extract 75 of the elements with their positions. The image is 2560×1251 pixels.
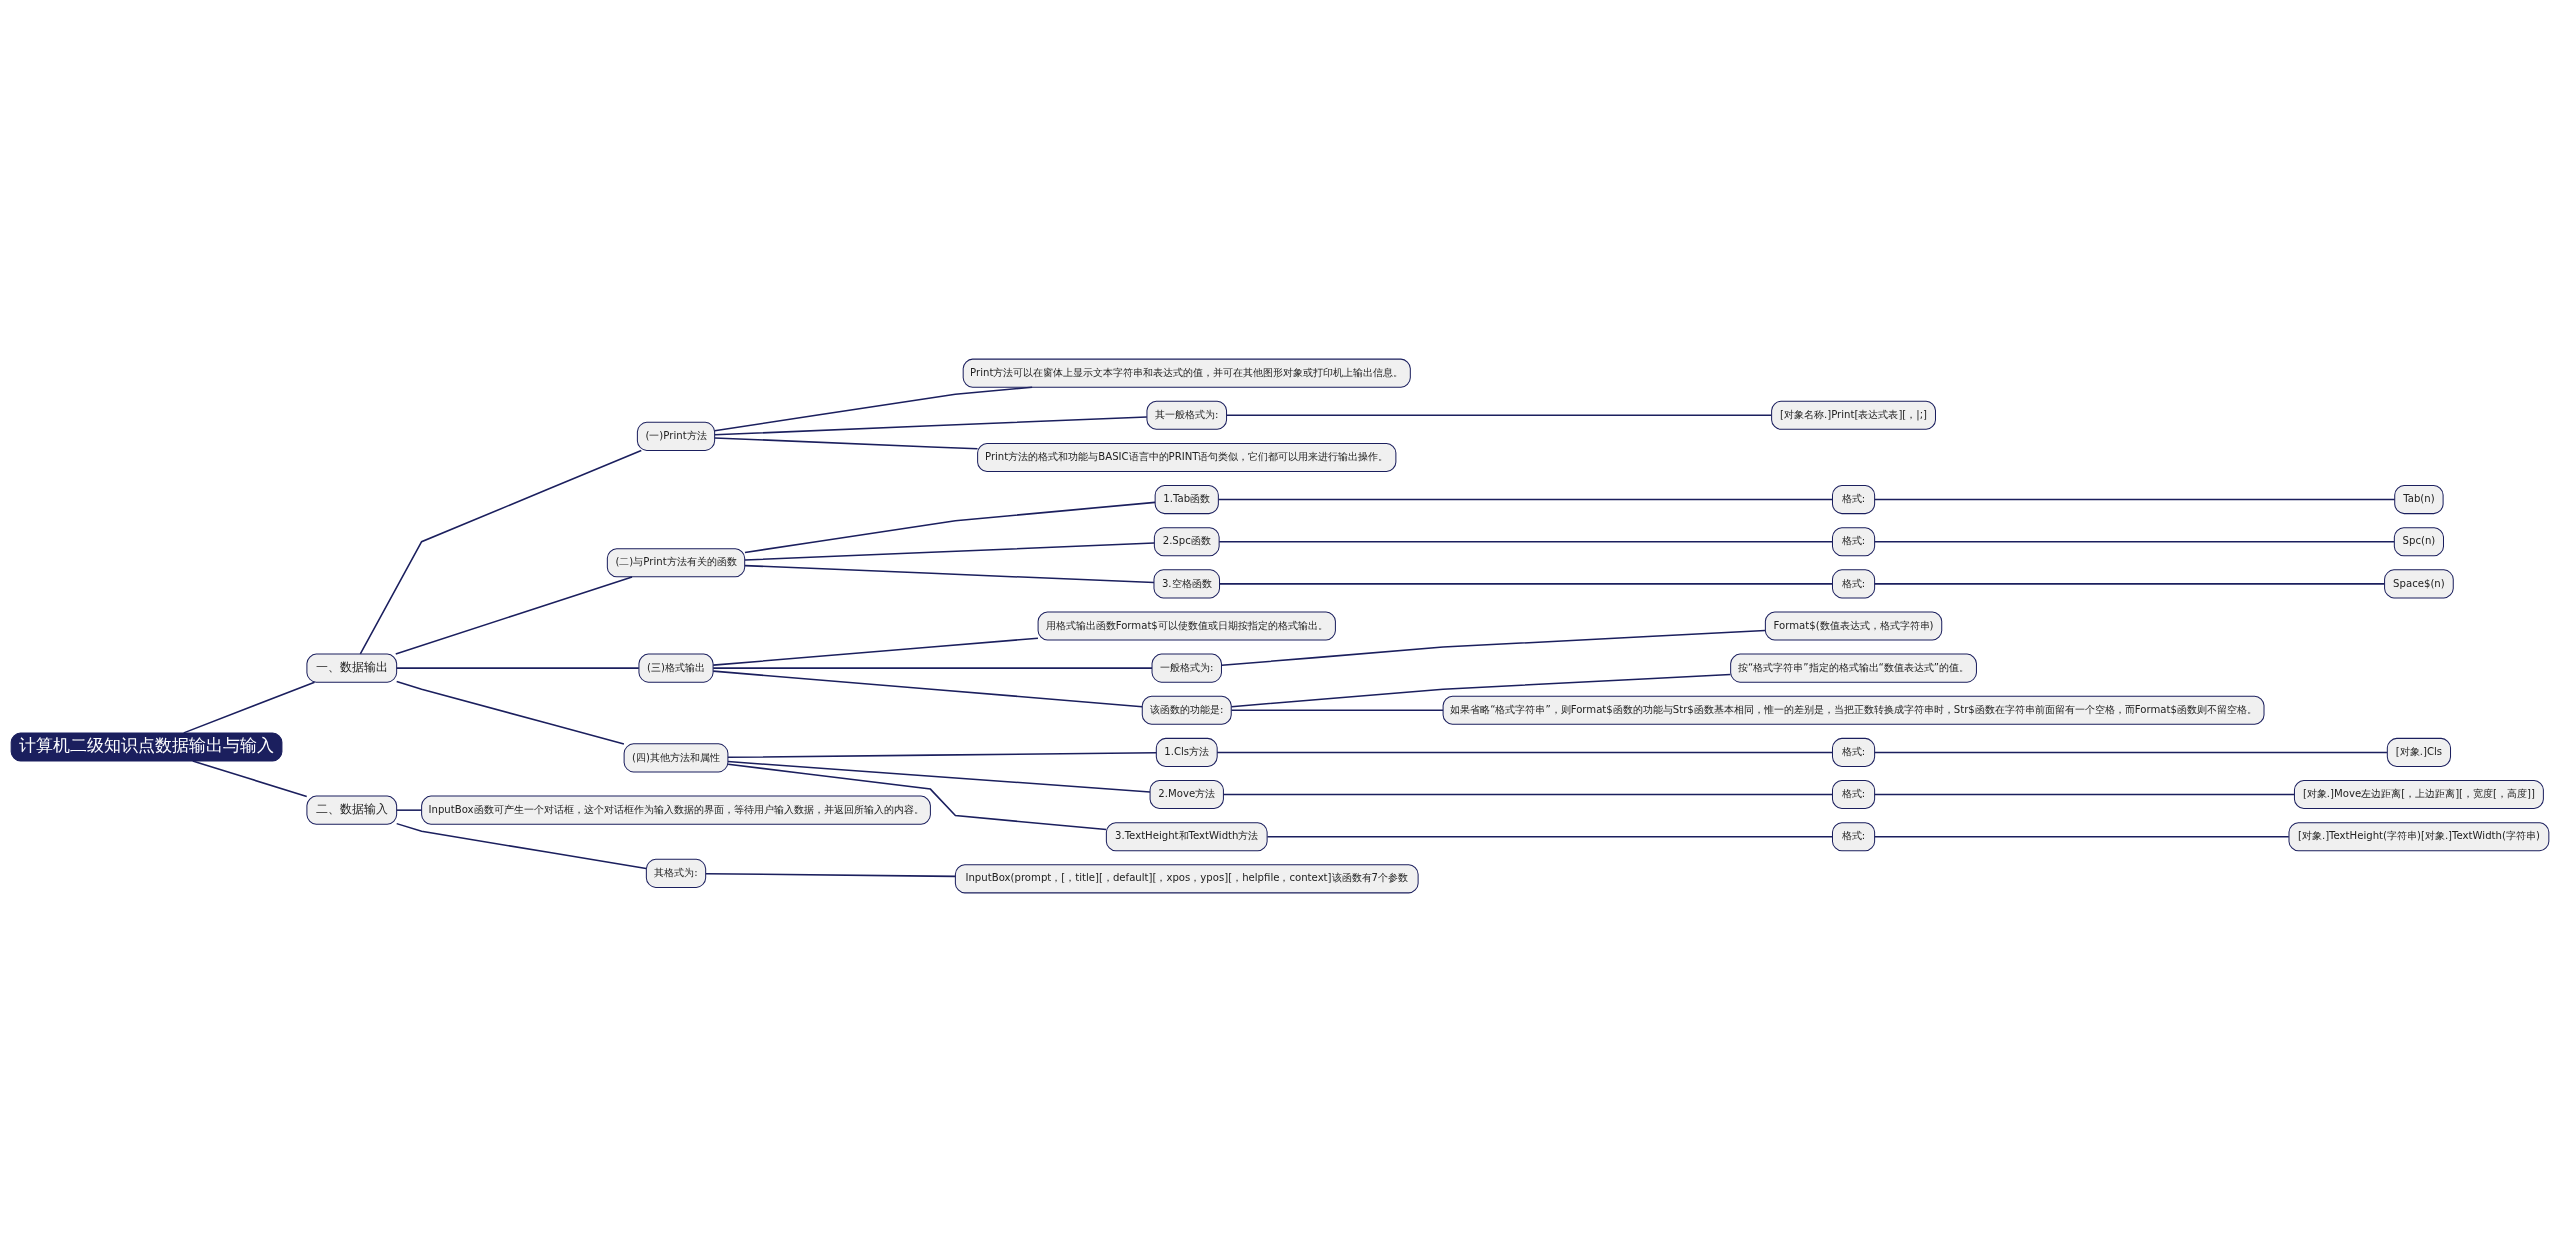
- connector: [192, 759, 308, 797]
- node-box: 格式:: [1832, 737, 1876, 767]
- connector: [395, 822, 647, 869]
- node-box: 3.空格函数: [1153, 568, 1221, 598]
- connector: [1218, 540, 1834, 542]
- connector: [727, 762, 1108, 830]
- connector: [1222, 793, 1834, 795]
- connector: [1873, 835, 2290, 837]
- connector: [1230, 709, 1444, 711]
- node-box: (四)其他方法和属性: [623, 742, 729, 772]
- connector: [1873, 793, 2296, 795]
- node-box: (一)Print方法: [636, 421, 716, 451]
- connector: [727, 751, 1158, 758]
- node-box: 一般格式为:: [1151, 653, 1222, 683]
- node-box: Space$(n): [2384, 568, 2454, 598]
- node-box: InputBox函数可产生一个对话框，这个对话框作为输入数据的界面，等待用户输入数据，并返回所输入的内容。: [421, 795, 931, 825]
- node-box: 如果省略“格式字符串”，则Format$函数的功能与Str$函数基本相同，惟一的差别是，当把正数转换成字符串时，Str$函数在字符串前面留有一个空格，而Format$函数则不留空格。: [1442, 695, 2265, 725]
- node-box: [对象.]TextHeight(字符串)[对象.]TextWidth(字符串): [2288, 821, 2550, 851]
- connector: [395, 666, 640, 669]
- node-box: 格式:: [1832, 568, 1876, 598]
- node-box: 格式:: [1832, 821, 1876, 851]
- node-box: (三)格式输出: [638, 653, 714, 683]
- node-box: Format$(数值表达式，格式字符串): [1764, 610, 1943, 641]
- node-box: 其一般格式为:: [1146, 400, 1228, 430]
- connector: [1266, 835, 1834, 837]
- connector: [712, 666, 1153, 669]
- node-box: 按“格式字符串”指定的格式输出“数值表达式”的值。: [1730, 653, 1977, 683]
- connector: [744, 541, 1156, 561]
- connector: [712, 636, 1039, 666]
- node-box: 一、数据输出: [306, 653, 398, 683]
- node-box: Print方法的格式和功能与BASIC语言中的PRINT语句类似，它们都可以用来进行输出操作。: [977, 442, 1397, 472]
- node-box: 格式:: [1832, 526, 1876, 556]
- node-box: 格式:: [1832, 484, 1876, 514]
- connector: [1216, 751, 1834, 753]
- node-box: 二、数据输入: [306, 795, 398, 825]
- connector: [727, 760, 1151, 793]
- node-box: [对象名称.]Print[表达式表][，|;]: [1771, 400, 1936, 430]
- connector: [705, 872, 957, 877]
- node-box: Spc(n): [2393, 526, 2444, 556]
- connector: [712, 669, 1143, 707]
- node-box: 其格式为:: [645, 858, 707, 888]
- connector: [359, 449, 643, 655]
- connector: [1230, 673, 1732, 707]
- connector: [1873, 498, 2396, 500]
- node-box: 用格式输出函数Format$可以使数值或日期按指定的格式输出。: [1037, 610, 1336, 641]
- connector: [394, 575, 633, 655]
- connector: [1220, 629, 1766, 666]
- node-box: 2.Spc函数: [1153, 526, 1220, 556]
- connector: [713, 385, 1033, 431]
- connector: [1218, 582, 1834, 585]
- node-box: [对象.]Move左边距离[，上边距离][，宽度[，高度]]: [2293, 779, 2544, 809]
- node-box: 3.TextHeight和TextWidth方法: [1105, 821, 1268, 851]
- connector: [744, 564, 1155, 583]
- connector: [1873, 751, 2388, 753]
- connector: [713, 415, 1148, 436]
- connector: [182, 680, 316, 734]
- connector: [1217, 498, 1833, 500]
- connector: [395, 680, 625, 745]
- connector: [1873, 540, 2395, 542]
- node-box: Tab(n): [2394, 484, 2444, 514]
- node-box: 1.Tab函数: [1154, 484, 1219, 514]
- connector: [1225, 414, 1773, 416]
- node-box: 1.Cls方法: [1155, 737, 1218, 767]
- connector: [395, 808, 423, 811]
- connector: [744, 501, 1156, 553]
- node-box: [对象.]Cls: [2386, 737, 2452, 767]
- node-box: 格式:: [1832, 779, 1876, 809]
- node-box: Print方法可以在窗体上显示文本字符串和表达式的值，并可在其他图形对象或打印机上输出信息。: [962, 358, 1411, 388]
- node-box: 2.Move方法: [1149, 779, 1224, 809]
- connector: [713, 436, 979, 450]
- node-box: InputBox(prompt，[，title][，default][，xpos，ypos][，helpfile，context]该函数有7个参数: [954, 863, 1419, 893]
- node-box: 该函数的功能是:: [1141, 695, 1232, 725]
- node-box: 计算机二级知识点数据输出与输入: [10, 731, 283, 761]
- connector: [1873, 582, 2386, 585]
- node-box: (二)与Print方法有关的函数: [606, 547, 746, 577]
